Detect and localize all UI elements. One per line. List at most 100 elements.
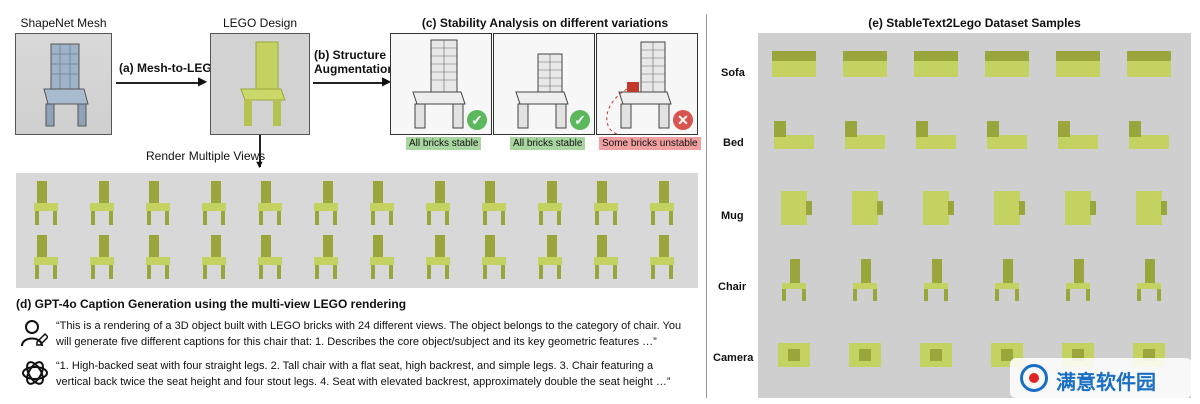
chair-view [258,235,282,279]
prompt-line-2: will generate five different captions fo… [56,336,657,348]
sample-chair [924,259,948,301]
stability-status-1: All bricks stable [406,137,482,150]
chair-view [650,235,674,279]
dataset-lego-models [772,51,1171,367]
chair-view [314,181,338,225]
stability-panel-3: ✕ [596,33,698,135]
sample-mug [1065,191,1096,225]
response-line-1: “1. High-backed seat with four straight … [56,360,654,372]
response-line-2: vertical back twice the seat height and … [56,376,671,388]
stability-title: (c) Stability Analysis on different vari… [421,16,669,30]
chair-view [202,181,226,225]
sample-bed [774,121,814,149]
shapenet-mesh-image [15,33,112,135]
chair-view [90,181,114,225]
sample-sofa [1056,51,1100,77]
chair-view [370,181,394,225]
stability-status-2: All bricks stable [510,137,586,150]
chair-view [34,235,58,279]
brick-chair-icon [515,53,569,129]
check-icon: ✓ [570,110,590,130]
sample-bed [987,121,1027,149]
watermark-logo-icon [1020,364,1048,392]
chair-view [482,181,506,225]
sample-mug [923,191,954,225]
user-icon [20,318,50,353]
sample-chair [853,259,877,301]
category-camera: Camera [713,352,754,364]
dataset-samples-grid [758,33,1191,398]
chair-view [90,235,114,279]
chair-view [34,181,58,225]
mesh-to-lego-arrow [116,82,202,84]
chair-view [650,181,674,225]
sample-bed [1129,121,1169,149]
sample-camera [778,343,810,367]
openai-icon [20,358,50,393]
watermark-text: 满意软件园 [1056,372,1156,394]
stability-panel-2: ✓ [493,33,595,135]
sample-mug [1136,191,1167,225]
chair-view [426,181,450,225]
chair-view [538,235,562,279]
prompt-line-1: “This is a rendering of a 3D object buil… [56,320,682,332]
sample-mug [852,191,883,225]
sample-mug [781,191,812,225]
mesh-chair-icon [43,43,89,127]
arrow-head: ▶ [198,74,208,88]
caption-title: (d) GPT-4o Caption Generation using the … [16,297,407,311]
watermark: 满意软件园 [1010,358,1192,398]
sample-camera [849,343,881,367]
sample-sofa [914,51,958,77]
sample-sofa [1127,51,1171,77]
sample-bed [1058,121,1098,149]
sample-bed [845,121,885,149]
chair-view [538,181,562,225]
lego-chair-views [34,181,674,279]
lego-design-title: LEGO Design [222,16,298,30]
lego-chair-icon [240,41,286,126]
arrow-head: ▶ [382,74,392,88]
category-mug: Mug [721,210,744,222]
chair-view [146,181,170,225]
sample-sofa [985,51,1029,77]
chair-view [370,235,394,279]
brick-chair-icon [412,39,466,129]
stability-panel-1: ✓ [390,33,492,135]
lego-design-image [210,33,310,135]
dataset-title: (e) StableText2Lego Dataset Samples [868,16,1081,30]
chair-view [314,235,338,279]
chair-view [482,235,506,279]
mesh-to-lego-label: (a) Mesh-to-LEGO [119,61,221,75]
shapenet-mesh-title: ShapeNet Mesh [20,16,107,30]
brick-chair-unstable-icon [606,41,672,135]
cross-icon: ✕ [673,110,693,130]
chair-view [146,235,170,279]
render-arrow [259,135,261,167]
structure-aug-label-1: (b) Structure [314,48,386,62]
sample-chair [1066,259,1090,301]
sample-chair [782,259,806,301]
chair-view [426,235,450,279]
sample-mug [994,191,1025,225]
sample-sofa [843,51,887,77]
chair-view [202,235,226,279]
chair-view [258,181,282,225]
stability-status-3: Some bricks unstable [599,137,701,150]
chair-view [594,181,618,225]
category-chair: Chair [718,281,747,293]
structure-aug-label-2: Augmentation [314,62,395,76]
check-icon: ✓ [467,110,487,130]
divider [706,14,707,398]
category-bed: Bed [723,137,744,149]
sample-camera [920,343,952,367]
render-views-label: Render Multiple Views [146,149,266,163]
chair-view [594,235,618,279]
category-sofa: Sofa [721,67,745,79]
sample-chair [995,259,1019,301]
sample-bed [916,121,956,149]
structure-aug-arrow [313,82,385,84]
arrow-head-down: ▼ [254,159,265,171]
sample-sofa [772,51,816,77]
